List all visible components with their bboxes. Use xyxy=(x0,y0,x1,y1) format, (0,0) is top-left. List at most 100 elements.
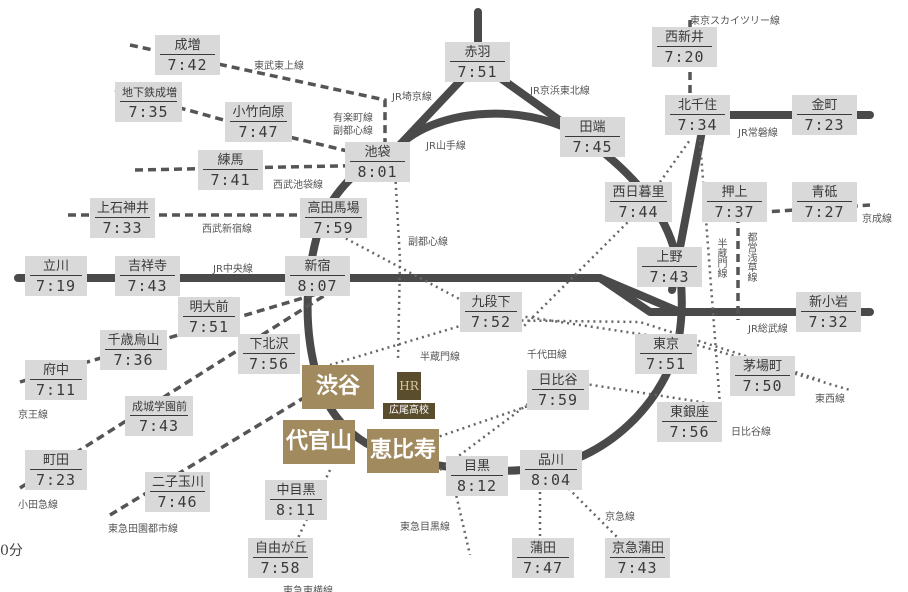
label-yurakucho-fukutoshin: 有楽町線 副都心線 xyxy=(333,113,373,137)
station-time: 7:20 xyxy=(664,48,705,66)
station-name: 茅場町 xyxy=(735,356,790,376)
station-name: 新宿 xyxy=(290,256,345,276)
label-chiyoda: 千代田線 xyxy=(527,350,567,361)
label-tokyu-meguro: 東急目黒線 xyxy=(400,522,450,533)
station-name: 自由が丘 xyxy=(253,538,308,558)
label-tobu-skytree: 東京スカイツリー線 xyxy=(690,16,780,27)
station-time: 7:51 xyxy=(645,355,687,373)
station-time: 7:59 xyxy=(313,219,354,237)
station-name: 小竹向原 xyxy=(230,102,287,122)
label-jr-joban: JR常磐線 xyxy=(738,128,778,139)
station-time: 7:43 xyxy=(617,559,658,577)
label-seibu-shinjuku: 西武新宿線 xyxy=(202,224,252,235)
station-time: 7:33 xyxy=(102,219,143,237)
label-hanzomon: 半蔵門線 xyxy=(420,352,460,363)
station-time: 8:01 xyxy=(357,163,398,181)
station-time: 7:27 xyxy=(804,203,845,221)
station-time: 7:37 xyxy=(714,203,755,221)
label-odakyu: 小田急線 xyxy=(18,500,58,511)
station-name: 日比谷 xyxy=(532,370,584,390)
station-name: 下北沢 xyxy=(243,334,295,354)
station-time: 7:59 xyxy=(537,391,579,409)
station-time: 7:43 xyxy=(138,417,180,435)
highlight-ebisu[interactable]: 恵比寿 xyxy=(367,429,439,473)
highlight-shibuya[interactable]: 渋谷 xyxy=(302,365,374,409)
edge-caption: 0分 xyxy=(0,543,23,559)
station-name: 中目黒 xyxy=(270,480,322,500)
station-name: 上石神井 xyxy=(95,198,150,218)
station-time: 7:56 xyxy=(669,423,710,441)
station-time: 8:04 xyxy=(530,471,572,489)
station-name: 東銀座 xyxy=(662,402,717,422)
label-tozai: 東西線 xyxy=(815,394,845,405)
label-tobu-tojo: 東武東上線 xyxy=(254,61,304,72)
label-keio: 京王線 xyxy=(18,410,48,421)
station-time: 7:58 xyxy=(260,559,301,577)
station-time: 7:43 xyxy=(649,268,690,286)
station-time: 7:50 xyxy=(742,377,783,395)
station-name: 西新井 xyxy=(657,27,712,47)
station-time: 8:12 xyxy=(456,477,498,495)
label-seibu-ikebukuro: 西武池袋線 xyxy=(273,180,323,191)
station-time: 7:56 xyxy=(248,355,290,373)
station-name: 京急蒲田 xyxy=(610,538,665,558)
station-time: 8:07 xyxy=(297,277,338,295)
label-keikyu: 京急線 xyxy=(605,512,635,523)
fukutoshin-line xyxy=(393,169,402,361)
station-time: 7:47 xyxy=(522,559,564,577)
station-time: 7:36 xyxy=(113,351,154,369)
label-jr-sobu: JR総武線 xyxy=(748,324,788,335)
station-name: 北千住 xyxy=(670,95,725,115)
station-name: 品川 xyxy=(525,450,577,470)
station-name: 高田馬場 xyxy=(305,198,362,218)
label-tokyu-denentoshi: 東急田園都市線 xyxy=(108,524,178,535)
school-logo: HR xyxy=(397,372,421,400)
ebisu-hibiya-connect xyxy=(399,393,561,452)
highlight-daikanyama[interactable]: 代官山 xyxy=(283,420,355,464)
station-name: 上野 xyxy=(642,247,697,267)
label-tokyu-toyoko: 東急東横線 xyxy=(283,586,333,592)
label-jr-saikyo: JR埼京線 xyxy=(392,92,432,103)
seibu-ikebukuro-line xyxy=(134,163,386,172)
label-toei-asakusa: 都営浅草線 xyxy=(745,232,756,282)
